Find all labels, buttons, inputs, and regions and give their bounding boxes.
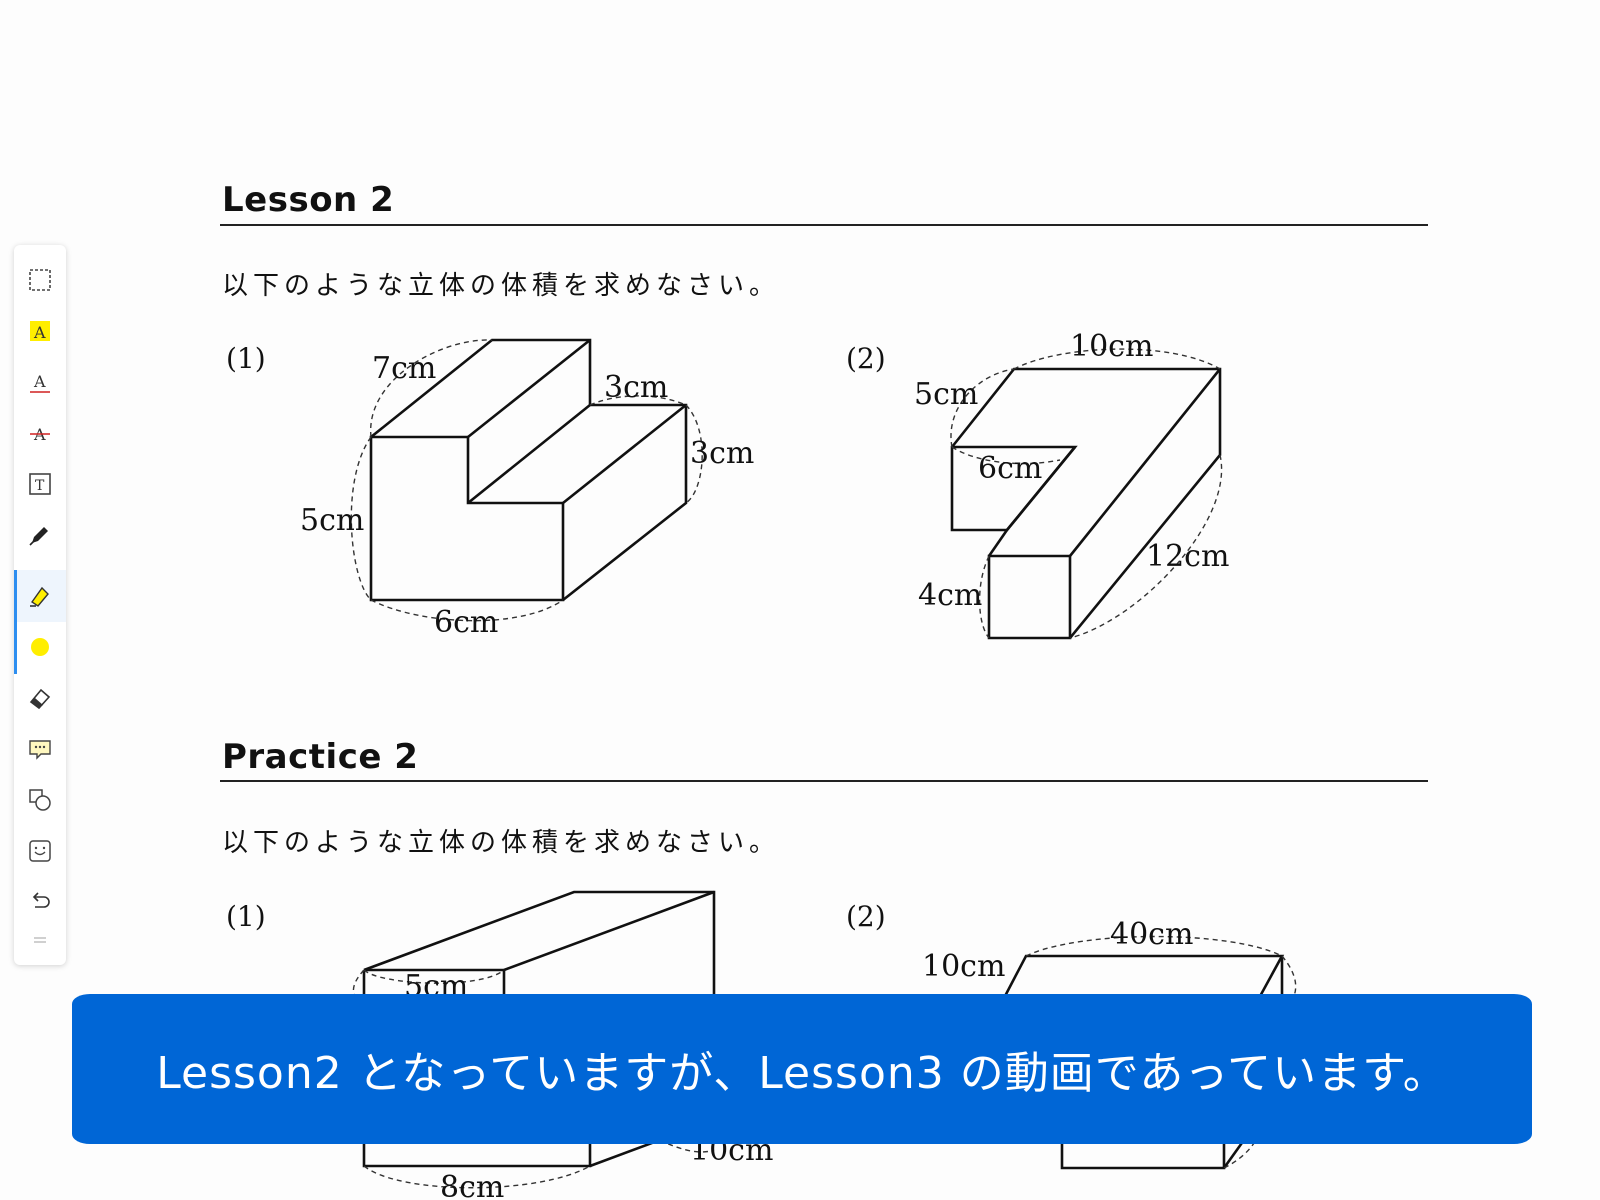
active-tool-indicator (14, 570, 17, 674)
practice-rule (220, 780, 1428, 782)
pen-tool-button[interactable] (14, 513, 66, 557)
color-dot-icon (31, 638, 49, 656)
drag-handle-icon (34, 937, 46, 943)
practice-instruction: 以下のような立体の体積を求めなさい。 (222, 828, 781, 858)
svg-text:T: T (35, 478, 45, 494)
highlight-text-icon: A (30, 321, 50, 342)
lesson-q1-label-3cm-top: 3cm (604, 370, 668, 405)
lesson-q2-number: (2) (846, 342, 886, 375)
undo-icon (32, 892, 50, 908)
sticker-tool-button[interactable] (14, 829, 66, 873)
lesson-q2-label-5cm: 5cm (914, 377, 978, 412)
highlight-text-tool-button[interactable]: A (14, 309, 66, 353)
practice-q1-number: (1) (226, 900, 266, 933)
practice-q1-label-8cm: 8cm (440, 1170, 504, 1200)
text-box-tool-button[interactable]: T (14, 462, 66, 506)
lesson-instruction: 以下のような立体の体積を求めなさい。 (222, 271, 781, 301)
lesson-rule (220, 224, 1428, 226)
shapes-tool-button[interactable] (14, 778, 66, 822)
caption-text: Lesson2 となっていますが、Lesson3 の動画であっています。 (156, 1048, 1448, 1099)
lesson-q2-label-4cm: 4cm (918, 578, 982, 613)
undo-button[interactable] (14, 880, 66, 924)
svg-text:A: A (33, 323, 46, 342)
underline-text-tool-button[interactable]: A (14, 360, 66, 404)
lesson-q2-label-12cm: 12cm (1146, 539, 1229, 574)
caption-banner: Lesson2 となっていますが、Lesson3 の動画であっています。 (72, 994, 1532, 1144)
toolbar-drag-handle[interactable] (14, 925, 66, 955)
color-picker-button[interactable] (14, 625, 66, 669)
highlighter-icon (30, 586, 49, 607)
select-tool-button[interactable] (14, 258, 66, 302)
annotation-toolbar: A A A T (14, 245, 66, 965)
lesson-q2-solid (950, 367, 1222, 640)
strikethrough-text-tool-button[interactable]: A (14, 411, 66, 455)
practice-q2-label-10cm: 10cm (922, 949, 1005, 984)
shapes-icon (29, 789, 51, 811)
lesson-q2-label-6cm: 6cm (978, 451, 1042, 486)
comment-icon (29, 740, 51, 760)
practice-q2-solid (1001, 954, 1285, 1170)
underline-text-icon: A (30, 372, 50, 393)
eraser-icon (29, 688, 51, 710)
svg-text:A: A (33, 372, 46, 391)
lesson-q1-label-5cm: 5cm (300, 503, 364, 538)
pen-icon (29, 527, 48, 546)
select-icon (29, 269, 51, 291)
practice-q2-label-40cm: 40cm (1110, 917, 1193, 952)
strikethrough-text-icon: A (30, 425, 50, 444)
eraser-tool-button[interactable] (14, 676, 66, 720)
sticker-icon (29, 840, 51, 862)
text-box-icon: T (29, 473, 51, 495)
practice-q1-solid (362, 890, 716, 1168)
lesson-q1-label-6cm: 6cm (434, 605, 498, 640)
practice-title: Practice 2 (222, 737, 419, 777)
lesson-q1-label-7cm: 7cm (372, 351, 436, 386)
practice-q2-number: (2) (846, 900, 886, 933)
lesson-q1-number: (1) (226, 342, 266, 375)
lesson-q1-label-3cm-side: 3cm (690, 436, 754, 471)
lesson-title: Lesson 2 (222, 180, 395, 220)
comment-tool-button[interactable] (14, 727, 66, 771)
highlighter-tool-button[interactable] (14, 574, 66, 618)
lesson-q2-label-10cm: 10cm (1070, 329, 1153, 364)
